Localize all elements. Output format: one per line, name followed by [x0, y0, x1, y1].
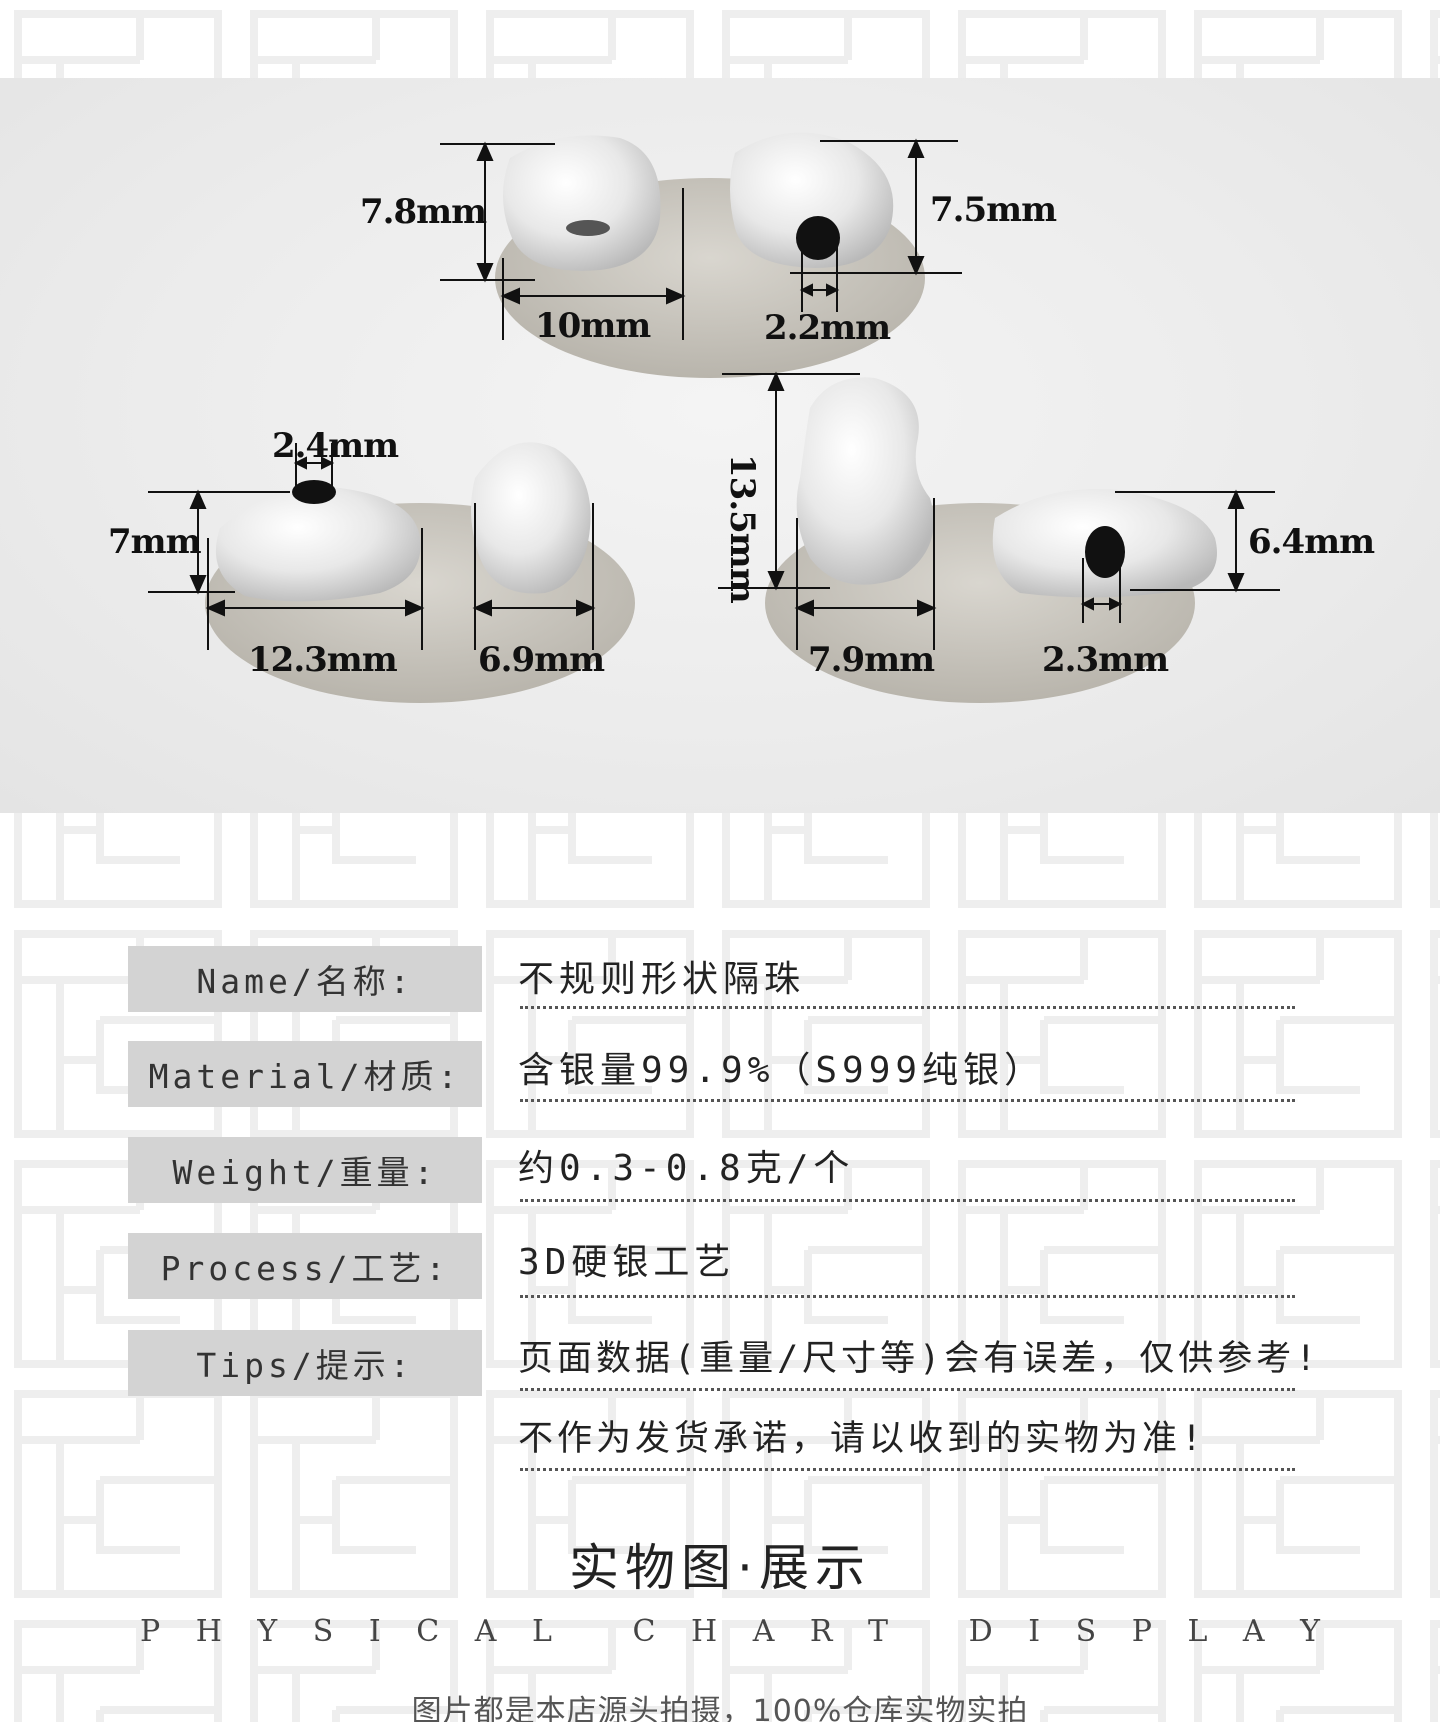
subtitle-letter: A	[1242, 1614, 1265, 1649]
subtitle-letter: S	[1075, 1614, 1097, 1649]
dim-bottom-left-width: 12.3mm	[248, 640, 398, 680]
subtitle-letter: H	[195, 1614, 222, 1649]
spec-label-tips: Tips/提示:	[128, 1330, 482, 1396]
spec-label-process: Process/工艺:	[128, 1233, 482, 1299]
dim-bottom-right-height: 6.4mm	[1248, 522, 1375, 562]
section-note: 图片都是本店源头拍摄，100%仓库实物实拍	[411, 1694, 1029, 1722]
dim-top-right-hole: 2.2mm	[764, 308, 891, 348]
subtitle-letter: S	[312, 1614, 334, 1649]
subtitle-letter: I	[368, 1614, 381, 1649]
subtitle-letter: Y	[257, 1614, 278, 1649]
product-photo: 7.8mm 10mm 7.5mm 2.2mm 2.4mm 7mm 12.3mm …	[0, 78, 1440, 813]
dotted-divider	[520, 1388, 1295, 1391]
dim-bottom-middle-width: 6.9mm	[478, 640, 605, 680]
spec-value-tips-line1: 页面数据(重量/尺寸等)会有误差，仅供参考!	[518, 1339, 1321, 1379]
dotted-divider	[520, 1295, 1295, 1298]
subtitle-letter	[587, 1614, 597, 1649]
subtitle-letter: C	[632, 1614, 656, 1649]
dim-bottom-left-hole: 2.4mm	[272, 426, 399, 466]
subtitle-letter: C	[416, 1614, 440, 1649]
subtitle-letter: L	[1187, 1614, 1208, 1649]
spec-value-name: 不规则形状隔珠	[518, 959, 806, 1000]
spec-value-weight: 约0.3-0.8克/个	[518, 1148, 855, 1189]
subtitle-letter: P	[1131, 1614, 1152, 1649]
subtitle-letter: A	[474, 1614, 497, 1649]
dim-top-right-height: 7.5mm	[930, 190, 1057, 230]
dim-top-left-height: 7.8mm	[360, 192, 487, 232]
subtitle-letter: H	[690, 1614, 718, 1649]
dim-bottom-left-height: 7mm	[108, 522, 202, 562]
spec-label-material: Material/材质:	[128, 1041, 482, 1107]
dim-bottom-right-hole: 2.3mm	[1042, 640, 1169, 680]
dotted-divider	[520, 1006, 1295, 1009]
subtitle-letter: I	[1028, 1614, 1041, 1649]
spec-label-name: Name/名称:	[128, 946, 482, 1012]
spec-label-weight: Weight/重量:	[128, 1137, 482, 1203]
subtitle-letter: A	[752, 1614, 775, 1649]
subtitle-letter	[924, 1614, 934, 1649]
section-title: 实物图·展示	[569, 1539, 871, 1597]
subtitle-letter: R	[809, 1614, 833, 1649]
product-illustration	[148, 132, 1280, 703]
dim-top-left-width: 10mm	[535, 306, 651, 346]
dotted-divider	[520, 1099, 1295, 1102]
dotted-divider	[520, 1468, 1295, 1471]
dotted-divider	[520, 1199, 1295, 1202]
subtitle-letter: L	[531, 1614, 552, 1649]
spec-value-process: 3D硬银工艺	[518, 1242, 736, 1283]
subtitle-letter: P	[140, 1614, 161, 1649]
dim-bottom-right-length: 13.5mm	[722, 454, 762, 603]
subtitle-letter: T	[868, 1614, 889, 1649]
subtitle-letter: Y	[1300, 1614, 1320, 1649]
spec-value-material: 含银量99.9%（S999纯银）	[518, 1050, 1046, 1091]
subtitle-letter: D	[968, 1614, 993, 1649]
spec-value-tips-line2: 不作为发货承诺，请以收到的实物为准!	[518, 1419, 1207, 1459]
dim-bottom-right-width: 7.9mm	[808, 640, 935, 680]
